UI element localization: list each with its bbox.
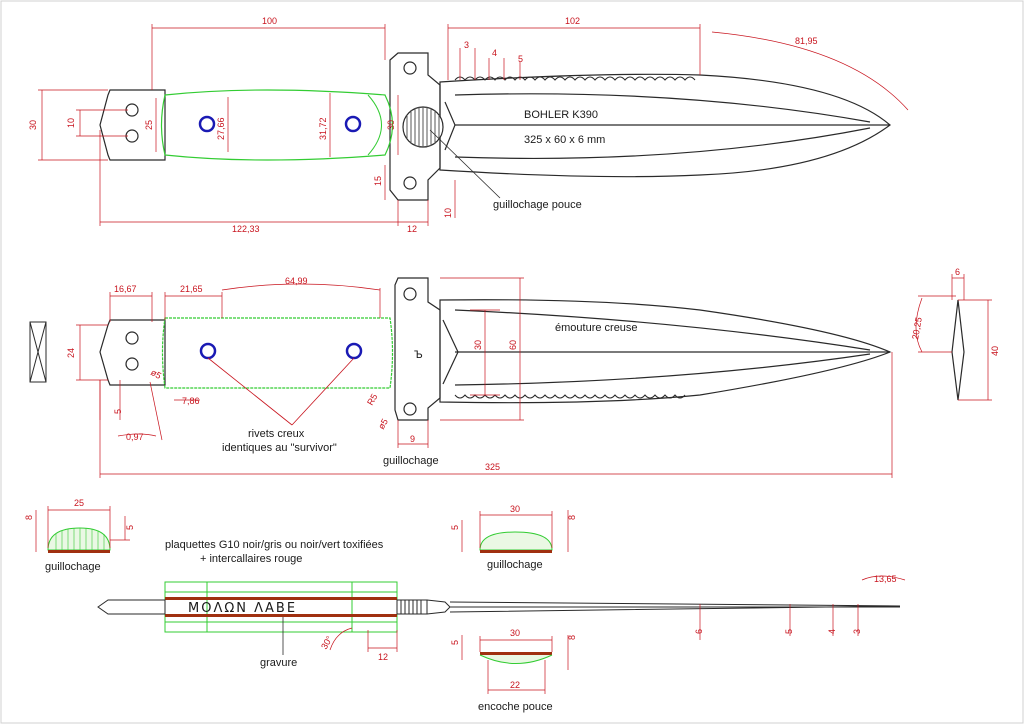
dim-mid-21-65: 21,65 xyxy=(180,284,203,294)
dim-bot-6: 6 xyxy=(694,629,704,634)
label-size: 325 x 60 x 6 mm xyxy=(524,134,605,146)
label-encoche-pouce: encoche pouce xyxy=(478,701,553,713)
dim-bot-3: 3 xyxy=(852,629,862,634)
dim-gr-8: 8 xyxy=(567,515,577,520)
dim-mid-r5: R5 xyxy=(365,392,379,407)
top-serrations xyxy=(454,76,696,81)
dim-height-30-left: 30 xyxy=(28,120,38,130)
mid-knife-outline xyxy=(99,277,892,421)
mid-grip-outline xyxy=(161,317,394,389)
top-knife-outline xyxy=(99,52,891,201)
dim-bot-4: 4 xyxy=(827,629,837,634)
label-plaquettes-line2: + intercallaires rouge xyxy=(200,553,302,565)
dim-pommel-25: 25 xyxy=(144,120,154,130)
top-rivet xyxy=(344,115,362,133)
dim-gr-30: 30 xyxy=(510,504,520,514)
dim-mid-16-67: 16,67 xyxy=(114,284,137,294)
dim-total-122-33: 122,33 xyxy=(232,224,260,234)
maker-logo: Ъ xyxy=(414,349,423,361)
dim-top-handle-length: 100 xyxy=(262,16,277,26)
dim-gl-8: 8 xyxy=(24,515,34,520)
thumb-notch-detail: 30 22 5 8 encoche pouce xyxy=(450,628,577,713)
dim-mid-24: 24 xyxy=(66,348,76,358)
label-guillochage-right: guillochage xyxy=(487,559,543,571)
cross-section: 6 20,25 40 xyxy=(910,267,1000,401)
dim-blade-60: 60 xyxy=(508,340,518,350)
dim-enc-5: 5 xyxy=(450,640,460,645)
dim-grip-27-66: 27,66 xyxy=(216,117,226,140)
dim-top-blade-length: 102 xyxy=(565,16,580,26)
mid-pommel-hole xyxy=(125,357,139,371)
dim-grip-31-72: 31,72 xyxy=(318,117,328,140)
dim-bot-12: 12 xyxy=(378,652,388,662)
thumb-guilloche-disc xyxy=(402,106,444,148)
dim-serration-3: 3 xyxy=(464,40,469,50)
label-guillochage: guillochage xyxy=(383,455,439,467)
engraving-text: ΜΟΛΩΝ ΛΑΒΕ xyxy=(188,601,297,616)
dim-guard-30: 30 xyxy=(386,120,396,130)
mid-rivet xyxy=(345,342,363,360)
dim-bot-5: 5 xyxy=(784,629,794,634)
label-rivets-line1: rivets creux xyxy=(248,428,305,440)
dim-section-6: 6 xyxy=(955,267,960,277)
dim-hole-o5: ø5 xyxy=(149,367,163,381)
side-profile: ΜΟΛΩΝ ΛΑΒΕ gravure 12 30° 6 5 4 3 13,65 xyxy=(97,574,906,669)
dim-bot-30deg: 30° xyxy=(319,634,335,651)
label-plaquettes-line1: plaquettes G10 noir/gris ou noir/vert to… xyxy=(165,539,384,551)
dim-mid-9: 9 xyxy=(410,434,415,444)
top-grip-outline xyxy=(160,89,394,161)
label-guillochage-pouce: guillochage pouce xyxy=(493,199,582,211)
label-steel: BOHLER K390 xyxy=(524,109,598,121)
mid-guard-hole xyxy=(403,287,417,301)
dim-hole-10: 10 xyxy=(66,118,76,128)
top-view: 100 102 81,95 3 4 5 30 10 25 27,66 31,72… xyxy=(28,16,909,234)
label-emouture: émouture creuse xyxy=(555,322,638,334)
dim-mid-64-99: 64,99 xyxy=(285,276,308,286)
dim-total-325: 325 xyxy=(485,462,500,472)
dim-tip-radius-top: 81,95 xyxy=(795,36,818,46)
mid-pommel-hole xyxy=(125,331,139,345)
dim-gl-5: 5 xyxy=(125,525,135,530)
dim-blade-30: 30 xyxy=(473,340,483,350)
dim-guard-15: 15 xyxy=(373,176,383,186)
dim-guard-10: 10 xyxy=(443,208,453,218)
mid-dimension-lines xyxy=(76,277,893,478)
dim-guard-12: 12 xyxy=(407,224,417,234)
mid-serrations xyxy=(454,394,686,399)
dim-mid-7-86: 7,86 xyxy=(182,396,200,406)
middle-view: Ъ 6 20,25 40 xyxy=(29,267,1000,478)
bottom-right-guilloche-detail: 30 5 8 guillochage xyxy=(450,504,577,571)
dim-mid-o5b: ø5 xyxy=(376,417,390,431)
top-rivet xyxy=(198,115,216,133)
dim-gl-25: 25 xyxy=(74,498,84,508)
label-rivets-line2: identiques au "survivor" xyxy=(222,442,337,454)
dim-section-40: 40 xyxy=(990,346,1000,356)
top-guard-hole xyxy=(403,61,417,75)
liner-top xyxy=(165,597,397,600)
liner-bottom xyxy=(165,614,397,617)
label-gravure: gravure xyxy=(260,657,297,669)
bottom-left-guilloche-detail: 25 8 5 guillochage xyxy=(24,498,135,573)
mid-rivet xyxy=(199,342,217,360)
dim-enc-22: 22 xyxy=(510,680,520,690)
dim-gr-5: 5 xyxy=(450,525,460,530)
dim-enc-30: 30 xyxy=(510,628,520,638)
dim-serration-4: 4 xyxy=(492,48,497,58)
dim-bot-13-65: 13,65 xyxy=(874,574,897,584)
dim-section-20-25: 20,25 xyxy=(910,316,924,340)
dim-enc-8: 8 xyxy=(567,635,577,640)
dim-mid-0-97: 0,97 xyxy=(126,432,144,442)
label-guillochage-left: guillochage xyxy=(45,561,101,573)
dim-mid-5: 5 xyxy=(113,409,123,414)
mid-guard-hole xyxy=(403,402,417,416)
top-guard-hole xyxy=(403,176,417,190)
end-view-box xyxy=(29,321,47,383)
dim-serration-5: 5 xyxy=(518,54,523,64)
top-dimension-lines xyxy=(38,24,909,226)
